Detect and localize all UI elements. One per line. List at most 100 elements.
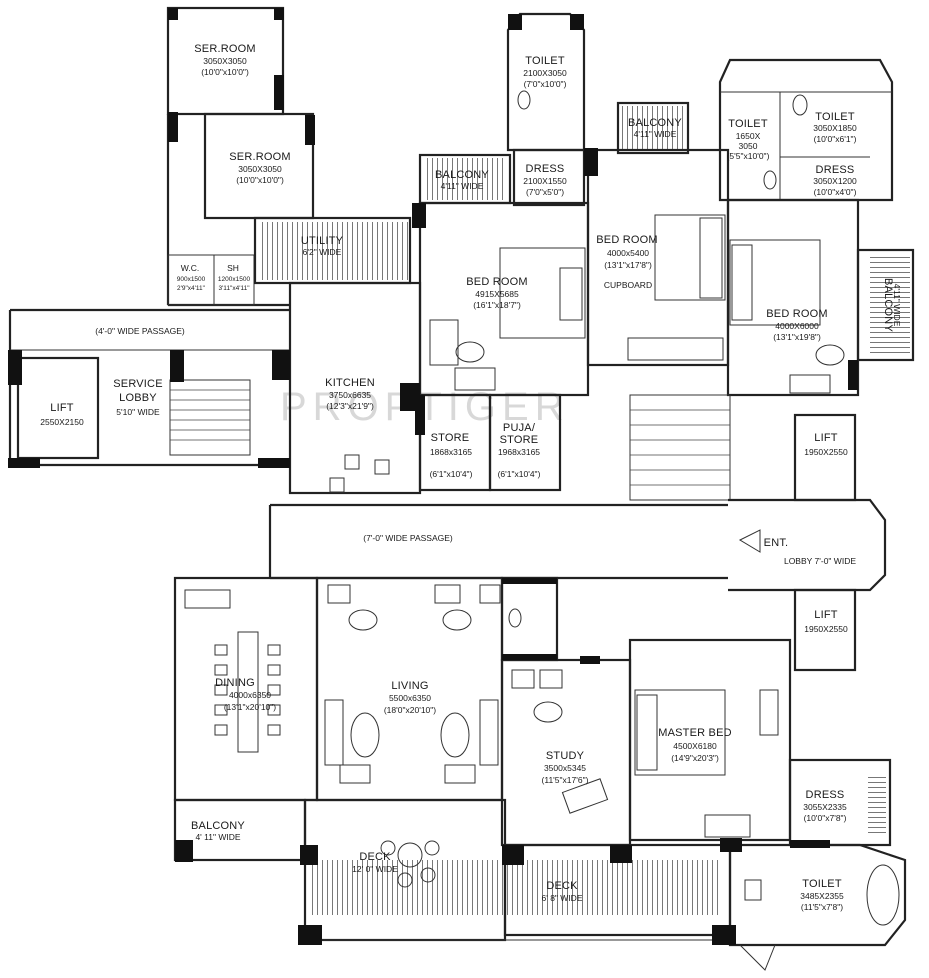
svg-text:DECK: DECK (546, 880, 578, 892)
passage-7-label: (7'-0" WIDE PASSAGE) (363, 533, 453, 543)
svg-text:SH: SH (227, 263, 239, 273)
svg-text:4000x6350: 4000x6350 (229, 690, 271, 700)
svg-text:(10'0"x4'0"): (10'0"x4'0") (814, 187, 857, 197)
balcony-side-label: BALCONY 4'11" WIDE (882, 278, 902, 332)
svg-text:TOILET: TOILET (525, 55, 565, 67)
svg-text:3500x5345: 3500x5345 (544, 763, 586, 773)
svg-text:BALCONY: BALCONY (628, 117, 682, 129)
svg-text:1200x1500: 1200x1500 (218, 276, 251, 283)
svg-text:3050X3050: 3050X3050 (238, 164, 282, 174)
svg-text:4' 11" WIDE: 4' 11" WIDE (195, 832, 240, 842)
svg-text:(10'0"x10'0"): (10'0"x10'0") (201, 67, 249, 77)
bed-room-2-label: BED ROOM 4000x5400 (13'1"x17'8") CUPBOAR… (596, 234, 658, 290)
svg-text:LIFT: LIFT (814, 609, 837, 621)
svg-text:STORE: STORE (431, 432, 470, 444)
svg-text:BALCONY: BALCONY (882, 278, 894, 332)
store-label: STORE 1868x3165 (6'1"x10'4") (430, 432, 473, 479)
svg-text:1968x3165: 1968x3165 (498, 447, 540, 457)
svg-text:BALCONY: BALCONY (435, 169, 489, 181)
svg-text:2100X1550: 2100X1550 (523, 176, 567, 186)
svg-text:5500x6350: 5500x6350 (389, 693, 431, 703)
svg-text:2'9"x4'11": 2'9"x4'11" (177, 285, 206, 292)
svg-text:(12'3"x21'9"): (12'3"x21'9") (326, 401, 374, 411)
svg-text:STORE: STORE (500, 434, 539, 446)
svg-text:(14'9"x20'3"): (14'9"x20'3") (671, 753, 719, 763)
svg-text:(6'1"x10'4"): (6'1"x10'4") (498, 469, 541, 479)
svg-text:1868x3165: 1868x3165 (430, 447, 472, 457)
svg-text:(5'5"x10'0"): (5'5"x10'0") (727, 151, 770, 161)
lift-1-label: LIFT 2550X2150 (40, 402, 84, 427)
svg-text:MASTER BED: MASTER BED (658, 727, 732, 739)
ser-room-2-label: SER.ROOM 3050X3050 (10'0"x10'0") (229, 151, 290, 185)
svg-text:1950X2550: 1950X2550 (804, 624, 848, 634)
dress-master-label: DRESS 3055X2335 (10'0"x7'8") (803, 789, 847, 823)
svg-text:3050X3050: 3050X3050 (203, 56, 247, 66)
svg-text:3050: 3050 (739, 141, 758, 151)
svg-text:BED ROOM: BED ROOM (596, 234, 658, 246)
dress-top-label: DRESS 2100X1550 (7'0"x5'0") (523, 163, 567, 197)
svg-text:LIFT: LIFT (50, 402, 73, 414)
svg-text:(13'1"x20'10"): (13'1"x20'10") (224, 702, 276, 712)
wc-label: W.C. 900x1500 2'9"x4'11" (177, 263, 206, 292)
svg-text:4915X5685: 4915X5685 (475, 289, 519, 299)
svg-text:2100X3050: 2100X3050 (523, 68, 567, 78)
svg-text:(6'1"x10'4"): (6'1"x10'4") (430, 469, 473, 479)
svg-text:CUPBOARD: CUPBOARD (604, 280, 652, 290)
svg-text:5'10" WIDE: 5'10" WIDE (116, 407, 160, 417)
svg-text:(10'0"x10'0"): (10'0"x10'0") (236, 175, 284, 185)
kitchen-label: KITCHEN 3750x6635 (12'3"x21'9") (325, 377, 375, 411)
svg-text:(7'0"x10'0"): (7'0"x10'0") (524, 79, 567, 89)
svg-text:900x1500: 900x1500 (177, 276, 206, 283)
svg-text:(13'1"x19'8"): (13'1"x19'8") (773, 332, 821, 342)
toilet-master-label: TOILET 3485X2355 (11'5"x7'8") (800, 878, 844, 912)
svg-text:1950X2550: 1950X2550 (804, 447, 848, 457)
svg-text:(11'5"x7'8"): (11'5"x7'8") (801, 902, 843, 912)
svg-text:TOILET: TOILET (728, 118, 768, 130)
svg-text:3055X2335: 3055X2335 (803, 802, 847, 812)
lift-2-label: LIFT 1950X2550 (804, 432, 848, 457)
svg-text:(10'0"x7'8"): (10'0"x7'8") (804, 813, 847, 823)
svg-text:3485X2355: 3485X2355 (800, 891, 844, 901)
svg-text:LIFT: LIFT (814, 432, 837, 444)
utility-label: UTILITY 6'2" WIDE (301, 235, 344, 257)
svg-text:3'11"x4'11": 3'11"x4'11" (218, 285, 250, 292)
svg-text:DRESS: DRESS (526, 163, 565, 175)
deck-1-label: DECK 12' 0" WIDE (352, 851, 398, 874)
svg-text:STUDY: STUDY (546, 750, 585, 762)
bed-room-3-label: BED ROOM 4000X6000 (13'1"x19'8") (766, 308, 828, 342)
svg-text:3750x6635: 3750x6635 (329, 390, 371, 400)
svg-text:4000X6000: 4000X6000 (775, 321, 819, 331)
svg-text:(7'0"x5'0"): (7'0"x5'0") (526, 187, 564, 197)
svg-text:KITCHEN: KITCHEN (325, 377, 375, 389)
toilet-top-label: TOILET 2100X3050 (7'0"x10'0") (523, 55, 567, 89)
svg-text:UTILITY: UTILITY (301, 235, 344, 247)
deck-2-label: DECK 6' 8" WIDE (541, 880, 582, 903)
svg-text:6' 8" WIDE: 6' 8" WIDE (541, 893, 582, 903)
svg-text:2550X2150: 2550X2150 (40, 417, 84, 427)
columns (8, 8, 858, 945)
sh-label: SH 1200x1500 3'11"x4'11" (218, 263, 251, 292)
dining-label: DINING 4000x6350 (13'1"x20'10") (215, 677, 276, 712)
svg-text:(18'0"x20'10"): (18'0"x20'10") (384, 705, 436, 715)
svg-text:LOBBY: LOBBY (119, 392, 157, 404)
svg-text:SER.ROOM: SER.ROOM (194, 43, 256, 55)
svg-text:LIVING: LIVING (391, 680, 428, 692)
svg-text:3050X1850: 3050X1850 (813, 123, 857, 133)
balcony-bottom-label: BALCONY 4' 11" WIDE (191, 820, 245, 842)
puja-store-label: PUJA/ STORE 1968x3165 (6'1"x10'4") (498, 422, 541, 479)
svg-text:(11'5"x17'6"): (11'5"x17'6") (542, 775, 589, 785)
toilet-small-label: TOILET 1650X 3050 (5'5"x10'0") (727, 118, 770, 161)
room-labels: SER.ROOM 3050X3050 (10'0"x10'0") SER.ROO… (40, 43, 902, 912)
lobby-label: LOBBY 7'-0" WIDE (784, 556, 856, 566)
svg-text:TOILET: TOILET (815, 111, 855, 123)
svg-text:W.C.: W.C. (181, 263, 199, 273)
svg-text:4000x5400: 4000x5400 (607, 248, 649, 258)
svg-text:TOILET: TOILET (802, 878, 842, 890)
toilet-right-label: TOILET 3050X1850 (10'0"x6'1") (813, 111, 857, 144)
svg-text:4'11" WIDE: 4'11" WIDE (892, 284, 902, 327)
svg-text:12' 0" WIDE: 12' 0" WIDE (352, 864, 398, 874)
svg-text:BED ROOM: BED ROOM (766, 308, 828, 320)
svg-text:DRESS: DRESS (806, 789, 845, 801)
svg-text:BALCONY: BALCONY (191, 820, 245, 832)
